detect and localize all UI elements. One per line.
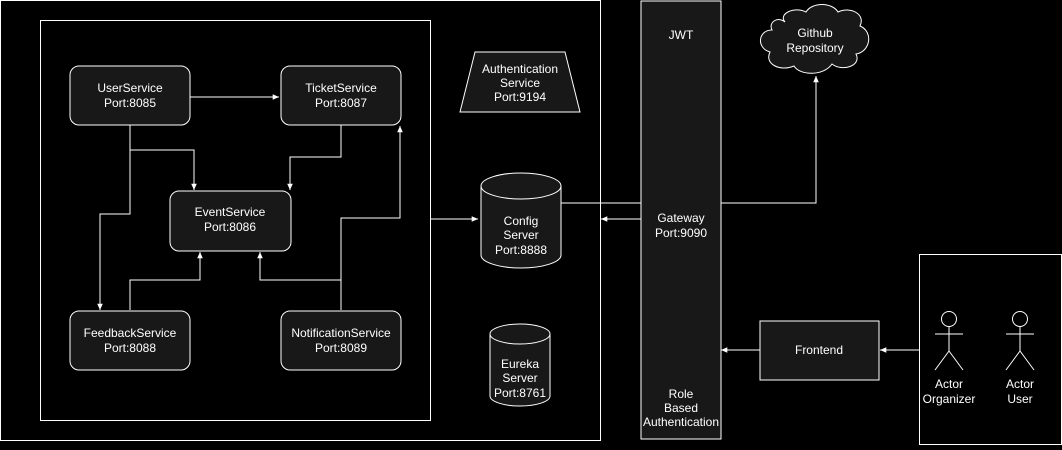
notification-service-port: Port:8089: [315, 341, 367, 355]
frontend-node[interactable]: Frontend: [759, 320, 880, 381]
edge-feedback-to-event: [129, 252, 203, 310]
config-server-line1: Config: [504, 214, 539, 228]
gateway-role-line1: Role: [669, 387, 694, 401]
config-server-port: Port:8888: [495, 243, 547, 257]
gateway-role-line3: Authentication: [643, 415, 719, 429]
authentication-service-line1: Authentication: [482, 62, 558, 76]
notification-service-name: NotificationService: [291, 326, 391, 340]
gateway-port: Port:9090: [655, 226, 707, 240]
actor-organizer-line1: Actor: [935, 377, 963, 391]
github-repository-line2: Repository: [786, 41, 843, 55]
eureka-server-line1: Eureka: [501, 357, 539, 371]
ticket-service-name: TicketService: [305, 81, 377, 95]
stick-figure-icon: [934, 311, 964, 371]
backend-boundary: [0, 0, 601, 441]
eureka-server-node[interactable]: Eureka Server Port:8761: [489, 323, 551, 407]
user-service-port: Port:8085: [104, 96, 156, 110]
actor-user-line1: Actor: [1006, 377, 1034, 391]
edge-notification-to-ticket: [340, 126, 403, 280]
ticket-service-port: Port:8087: [315, 96, 367, 110]
actor-user-line2: User: [1007, 392, 1032, 406]
actor-organizer[interactable]: Actor Organizer: [923, 311, 976, 407]
edge-user-to-event: [129, 125, 197, 190]
github-repository-node[interactable]: Github Repository: [760, 4, 870, 74]
notification-service-node[interactable]: NotificationService Port:8089: [280, 310, 402, 371]
stick-figure-icon: [1005, 311, 1035, 371]
event-service-name: EventService: [195, 205, 266, 219]
feedback-service-port: Port:8088: [104, 341, 156, 355]
config-server-line2: Server: [503, 228, 538, 242]
actor-user[interactable]: Actor User: [1005, 311, 1035, 407]
frontend-label: Frontend: [795, 343, 843, 357]
ticket-service-node[interactable]: TicketService Port:8087: [280, 65, 402, 126]
actor-organizer-line2: Organizer: [923, 392, 976, 406]
microservices-boundary: [40, 20, 431, 421]
github-repository-line1: Github: [797, 26, 833, 40]
gateway-node[interactable]: JWT Gateway Port:9090 Role Based Authent…: [640, 0, 722, 440]
user-service-name: UserService: [97, 81, 163, 95]
config-server-node[interactable]: Config Server Port:8888: [480, 172, 562, 269]
gateway-jwt-label: JWT: [669, 28, 694, 42]
edge-notification-to-event: [257, 252, 342, 310]
feedback-service-name: FeedbackService: [84, 326, 177, 340]
edge-user-to-feedback: [97, 150, 131, 310]
authentication-service-node[interactable]: Authentication Service Port:9194: [459, 51, 581, 113]
edge-ticket-to-event: [287, 125, 342, 190]
authentication-service-line2: Service: [500, 76, 540, 90]
feedback-service-node[interactable]: FeedbackService Port:8088: [69, 310, 191, 371]
user-service-node[interactable]: UserService Port:8085: [69, 65, 191, 126]
gateway-role-line2: Based: [664, 401, 698, 415]
authentication-service-port: Port:9194: [494, 90, 546, 104]
actors-boundary: [919, 254, 1062, 445]
event-service-port: Port:8086: [204, 220, 256, 234]
eureka-server-line2: Server: [502, 371, 537, 385]
eureka-server-port: Port:8761: [494, 386, 546, 400]
gateway-name: Gateway: [657, 211, 704, 225]
event-service-node[interactable]: EventService Port:8086: [169, 190, 292, 252]
